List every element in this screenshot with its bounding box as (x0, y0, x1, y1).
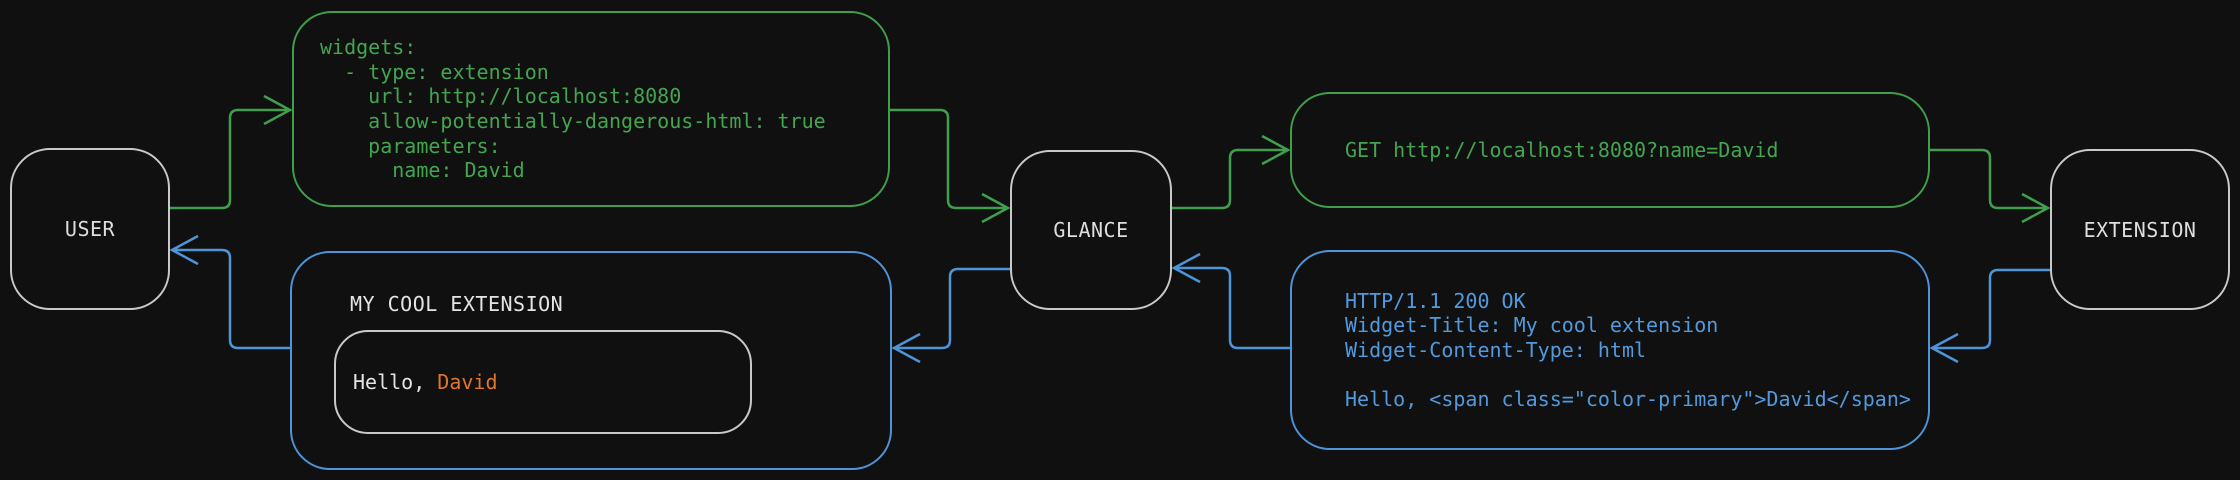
response-line: HTTP/1.1 200 OK (1345, 288, 1526, 313)
node-user-label: USER (64, 217, 116, 241)
config-line: - type: extension (320, 59, 549, 84)
arrow-glance-to-widget (891, 267, 1010, 364)
response-line: Hello, <span class="color-primary">David… (1345, 386, 1911, 411)
arrow-get-to-extension (1930, 148, 2051, 224)
http-response-box: HTTP/1.1 200 OK Widget-Title: My cool ex… (1290, 250, 1930, 450)
config-line: widgets: (320, 35, 417, 60)
greeting-name: David (437, 370, 498, 394)
widget-title: MY COOL EXTENSION (350, 292, 564, 316)
response-line: Widget-Title: My cool extension (1345, 313, 1719, 338)
node-glance: GLANCE (1010, 150, 1172, 310)
node-glance-label: GLANCE (1053, 218, 1129, 242)
arrow-response-to-glance (1171, 252, 1290, 350)
config-line: name: David (320, 158, 525, 183)
arrow-config-to-glance (890, 108, 1011, 224)
arrow-glance-to-get (1172, 134, 1291, 210)
arrow-extension-to-response (1929, 268, 2050, 364)
config-line: allow-potentially-dangerous-html: true (320, 109, 826, 133)
response-line: Widget-Content-Type: html (1345, 337, 1647, 362)
node-extension-label: EXTENSION (2083, 217, 2197, 242)
get-request-line: GET http://localhost:8080?name=David (1345, 137, 1779, 162)
widget-greeting-card: Hello, David (334, 330, 752, 434)
node-extension: EXTENSION (2050, 149, 2230, 310)
arrow-user-to-config (170, 94, 293, 210)
response-line (1345, 362, 1928, 387)
widgets-config-box: widgets: - type: extension url: http://l… (292, 11, 890, 207)
config-line: url: http://localhost:8080 (320, 84, 682, 109)
get-request-box: GET http://localhost:8080?name=David (1290, 92, 1930, 208)
greeting-prefix: Hello, (353, 370, 438, 394)
node-user: USER (10, 148, 170, 310)
rendered-widget-box: MY COOL EXTENSION Hello, David (290, 251, 892, 470)
config-line: parameters: (320, 133, 501, 158)
arrow-widget-to-user (169, 234, 290, 350)
